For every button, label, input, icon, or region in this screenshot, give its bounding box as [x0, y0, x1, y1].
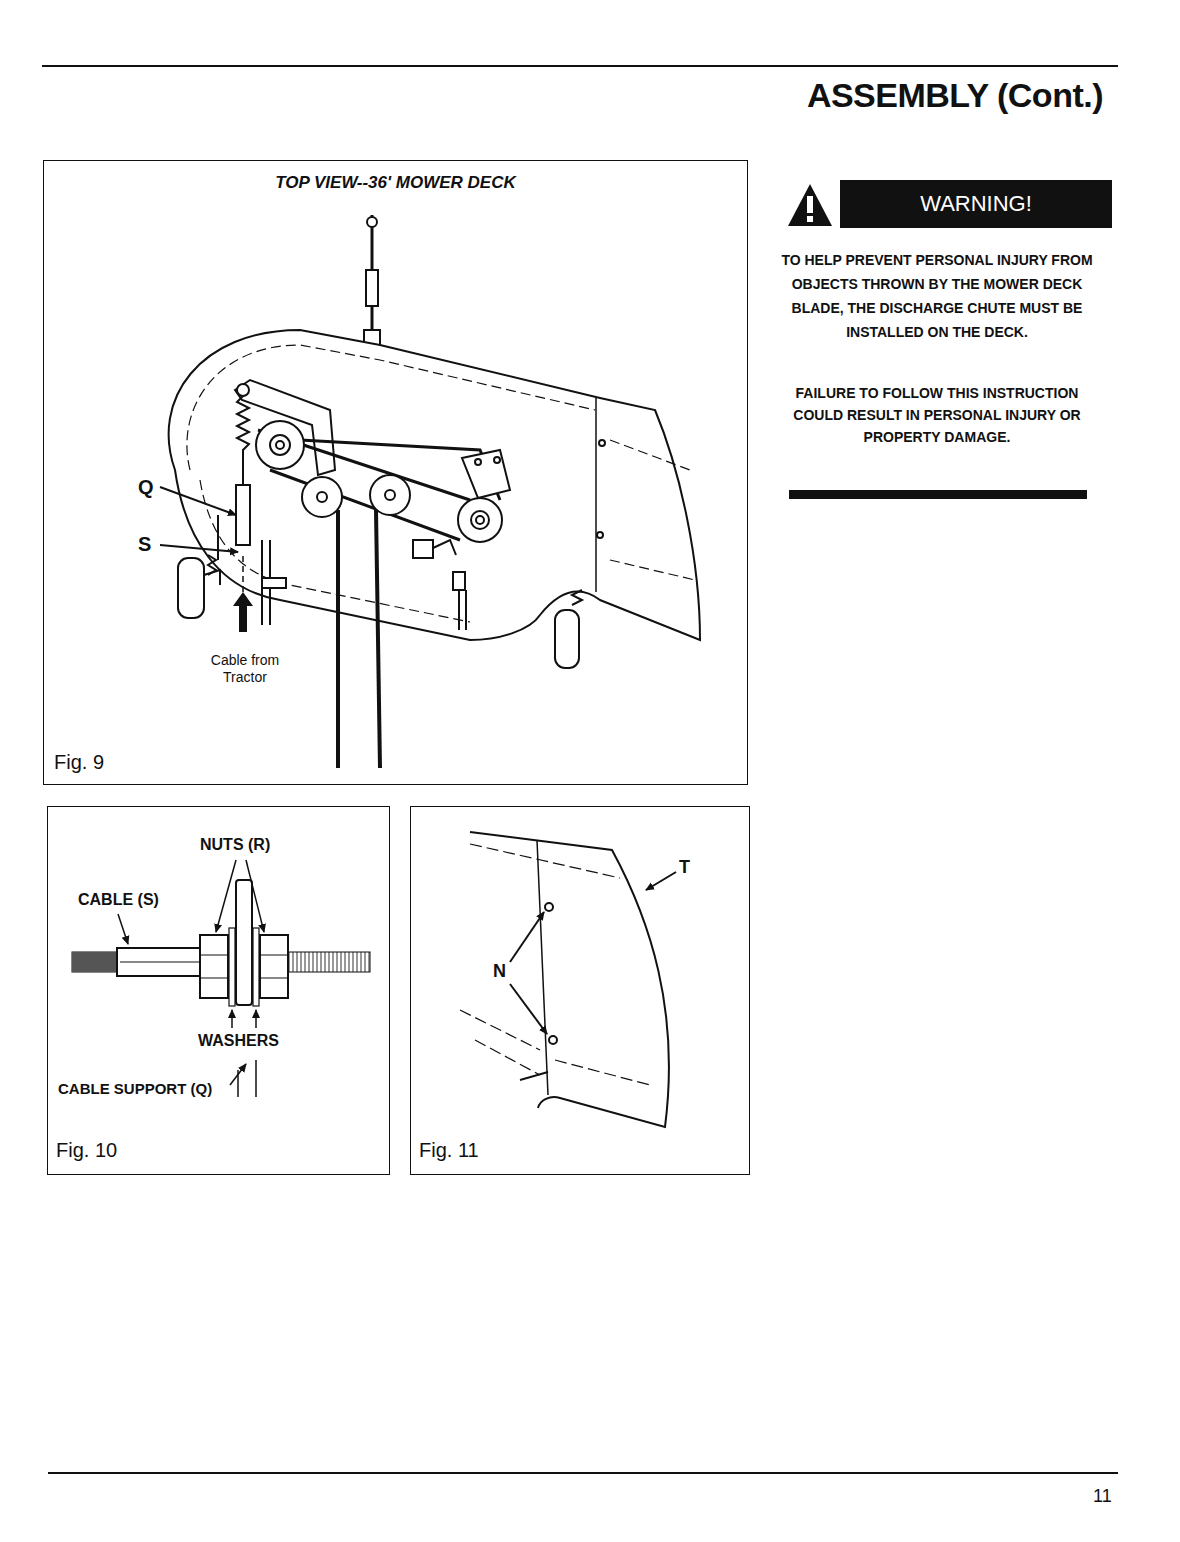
figure-frame: Fig. 10: [47, 806, 390, 1175]
figure-heading: TOP VIEW--36' MOWER DECK: [44, 173, 747, 193]
warning-rule: [789, 490, 1087, 499]
leader-line: [646, 872, 676, 890]
leader-line: [230, 1064, 246, 1085]
warning-banner: WARNING!: [840, 180, 1112, 228]
page-heading: ASSEMBLY (Cont.): [807, 76, 1103, 115]
drive-belt: [376, 510, 380, 768]
callout-note: Cable from Tractor: [200, 652, 290, 686]
callout-letter: N: [493, 961, 506, 982]
figure-caption: Fig. 10: [56, 1139, 117, 1162]
leader-line: [255, 1010, 257, 1028]
callout-letter: Q: [138, 476, 154, 499]
figure-caption: Fig. 11: [419, 1139, 479, 1162]
direction-arrow: [233, 592, 253, 632]
page-number: 11: [1093, 1486, 1112, 1507]
mower-deck: [169, 215, 700, 668]
bottom-rule: [48, 1472, 1118, 1474]
warning-paragraph: FAILURE TO FOLLOW THIS INSTRUCTION COULD…: [772, 382, 1102, 448]
part-label: WASHERS: [198, 1032, 279, 1050]
warning-paragraph: TO HELP PREVENT PERSONAL INJURY FROM OBJ…: [772, 248, 1102, 344]
leader-line: [160, 545, 238, 552]
cable-path: [242, 556, 244, 592]
leader-line: [246, 860, 264, 932]
leader-line: [510, 984, 547, 1034]
warning-text: WARNING!: [840, 191, 1112, 217]
part-label: CABLE SUPPORT (Q): [58, 1080, 212, 1097]
figure-caption: Fig. 9: [54, 751, 104, 774]
leader-line: [510, 912, 544, 962]
part-label: NUTS (R): [200, 836, 270, 854]
callout-letter: T: [679, 857, 690, 878]
drive-belt: [336, 510, 340, 768]
warning-icon: [788, 184, 832, 226]
figure-frame: TOP VIEW--36' MOWER DECK Fig. 9: [43, 160, 748, 785]
deck-corner: [460, 832, 669, 1127]
warning-icon: [807, 196, 813, 213]
leader-line: [160, 487, 236, 515]
callout-letter: S: [138, 533, 151, 556]
top-rule: [42, 65, 1118, 67]
leader-line: [118, 914, 128, 944]
leader-line: [216, 860, 236, 932]
warning-icon: [807, 216, 813, 222]
leader-line: [231, 1010, 233, 1028]
figure-frame: Fig. 11: [410, 806, 750, 1175]
part-label: CABLE (S): [78, 891, 159, 909]
